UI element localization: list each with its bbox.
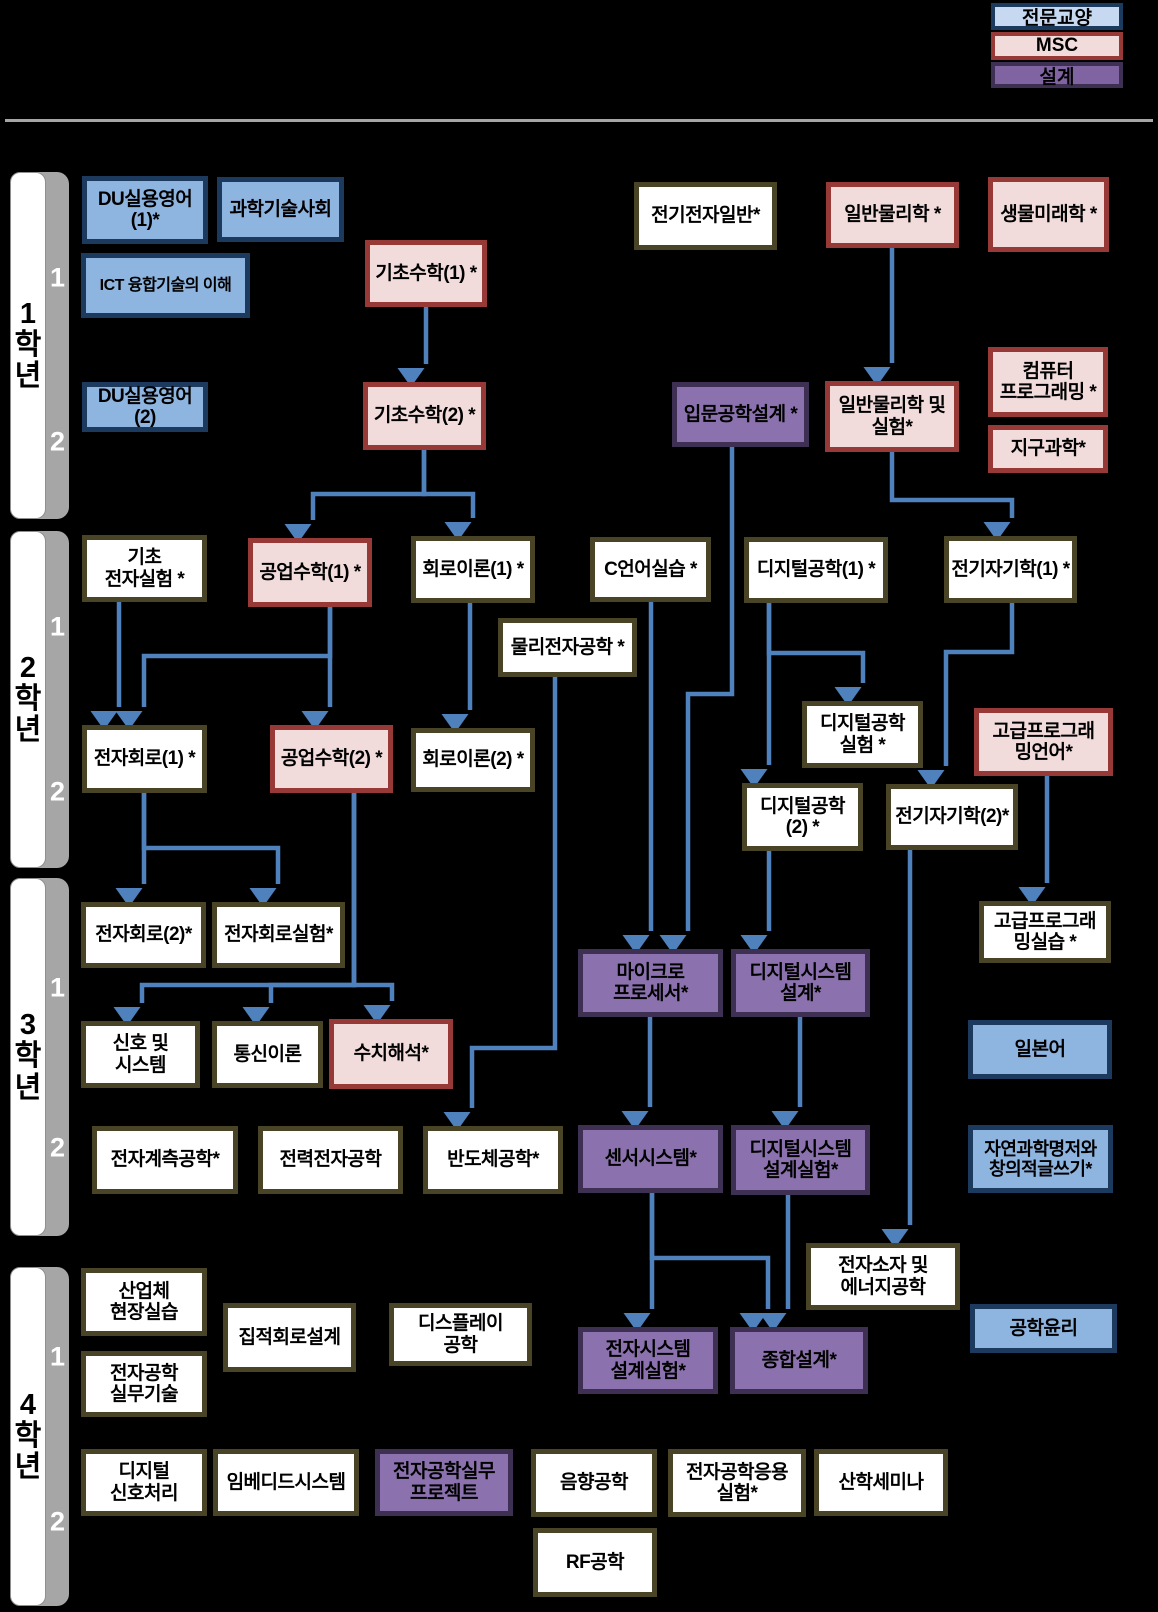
course-basic-math-2: 기초수학(2) * bbox=[363, 382, 486, 450]
course-computer-prog: 컴퓨터 프로그래밍 * bbox=[988, 347, 1108, 417]
year-label-plate: 3 학 년 bbox=[10, 878, 46, 1236]
course-c-lang: C언어실습 * bbox=[590, 537, 711, 602]
legend-item-design: 설계 bbox=[991, 62, 1123, 88]
course-intro-eng-design: 입문공학설계 * bbox=[672, 382, 809, 447]
edge-eng-math-2--numerical-analysis bbox=[351, 793, 395, 1024]
year-label: 3 학 년 bbox=[14, 1009, 42, 1104]
course-gen-physics-lab: 일반물리학 및 실험* bbox=[825, 381, 959, 452]
course-numerical-analysis: 수치해석* bbox=[329, 1019, 453, 1089]
course-elec-practical-skill: 전자공학 실무기술 bbox=[81, 1351, 207, 1417]
edge-emag-1--emag-2 bbox=[917, 603, 1015, 789]
course-japanese: 일본어 bbox=[968, 1020, 1112, 1079]
edge-basic-math-2--eng-math-1 bbox=[284, 450, 427, 543]
semester-number: 2 bbox=[49, 1132, 66, 1163]
edge-digital-eng-1--digital-eng-lab bbox=[766, 603, 866, 706]
course-eng-ethics: 공학윤리 bbox=[970, 1304, 1117, 1353]
course-signal-systems: 신호 및 시스템 bbox=[81, 1021, 200, 1088]
course-basic-elec-lab: 기초 전자실험 * bbox=[82, 535, 207, 602]
edge-sensor-systems--capstone-design bbox=[649, 1193, 771, 1332]
legend-item-msc: MSC bbox=[991, 32, 1123, 60]
course-elec-measurement: 전자계측공학* bbox=[92, 1126, 238, 1194]
course-digital-eng-lab: 디지털공학 실험 * bbox=[802, 701, 923, 768]
course-display-eng: 디스플레이 공학 bbox=[389, 1303, 532, 1366]
course-semiconductor: 반도체공학* bbox=[423, 1126, 563, 1194]
edge-eng-math-2--comm-theory bbox=[242, 793, 357, 1026]
course-acoustic-eng: 음향공학 bbox=[531, 1449, 657, 1517]
course-elec-practice-project: 전자공학실무 프로젝트 bbox=[375, 1449, 513, 1516]
semester-number: 1 bbox=[49, 262, 66, 293]
year-label-plate: 4 학 년 bbox=[10, 1267, 46, 1606]
course-power-electronics: 전력전자공학 bbox=[258, 1126, 403, 1194]
course-eng-math-2: 공업수학(2) * bbox=[270, 725, 393, 793]
course-natural-sci-writing: 자연과학명저와 창의적글쓰기* bbox=[968, 1125, 1113, 1193]
course-elec-circuit-2: 전자회로(2)* bbox=[81, 902, 206, 968]
edge-basic-math-2--circuit-theory-1 bbox=[421, 450, 476, 541]
course-adv-prog-lang: 고급프로그래 밍언어* bbox=[974, 708, 1113, 776]
course-sci-tech-society: 과학기술사회 bbox=[217, 177, 344, 242]
edge-intro-eng-design--micro-processor bbox=[659, 447, 735, 954]
year-label: 2 학 년 bbox=[14, 651, 42, 747]
course-du-english-2: DU실용영어 (2) bbox=[82, 382, 208, 432]
edge-eng-math-2--signal-systems bbox=[113, 793, 357, 1026]
course-industry-practice: 산업체 현장실습 bbox=[81, 1268, 207, 1336]
course-du-english-1: DU실용영어 (1)* bbox=[82, 176, 208, 244]
course-eng-math-1: 공업수학(1) * bbox=[248, 538, 372, 607]
course-applied-elec-lab: 전자공학응용 실험* bbox=[668, 1449, 806, 1517]
course-sensor-systems: 센서시스템* bbox=[578, 1125, 723, 1193]
course-digital-sys-lab: 디지털시스템 설계실험* bbox=[731, 1125, 870, 1195]
course-earth-science: 지구과학* bbox=[988, 425, 1108, 473]
course-circuit-theory-2: 회로이론(2) * bbox=[411, 728, 535, 792]
edge-gen-physics-lab--emag-1 bbox=[889, 452, 1015, 541]
semester-number: 2 bbox=[49, 776, 66, 807]
course-industry-seminar: 산학세미나 bbox=[814, 1449, 948, 1516]
course-elec-sys-design-lab: 전자시스템 설계실험* bbox=[578, 1327, 718, 1394]
edge-phys-electronics--semiconductor bbox=[443, 677, 558, 1131]
course-device-energy: 전자소자 및 에너지공학 bbox=[806, 1243, 960, 1310]
year-label: 1 학 년 bbox=[14, 297, 42, 393]
course-emag-2: 전기자기학(2)* bbox=[886, 784, 1018, 850]
course-elec-general: 전기전자일반* bbox=[634, 182, 777, 250]
semester-number: 1 bbox=[49, 611, 66, 642]
legend-item-liberal: 전문교양 bbox=[991, 3, 1123, 30]
course-ict-understanding: ICT 융합기술의 이해 bbox=[81, 253, 250, 318]
semester-number: 1 bbox=[49, 972, 66, 1003]
semester-number: 1 bbox=[49, 1341, 66, 1372]
course-gen-physics: 일반물리학 * bbox=[826, 182, 959, 248]
course-emag-1: 전기자기학(1) * bbox=[944, 536, 1077, 603]
edge-eng-math-1--elec-circuit-1 bbox=[115, 607, 333, 730]
course-digital-eng-1: 디지털공학(1) * bbox=[744, 537, 888, 603]
course-digital-signal-proc: 디지털 신호처리 bbox=[81, 1449, 207, 1516]
course-adv-prog-prac: 고급프로그래 밍실습 * bbox=[979, 901, 1111, 963]
course-micro-processor: 마이크로 프로세서* bbox=[578, 949, 723, 1017]
year-label-plate: 2 학 년 bbox=[10, 531, 46, 868]
course-basic-math-1: 기초수학(1) * bbox=[365, 240, 487, 307]
semester-number: 2 bbox=[49, 1506, 66, 1537]
course-bio-future: 생물미래학 * bbox=[988, 177, 1109, 252]
course-digital-sys-design: 디지털시스템 설계* bbox=[731, 949, 870, 1017]
year-label: 4 학 년 bbox=[14, 1388, 42, 1484]
course-capstone-design: 종합설계* bbox=[730, 1327, 868, 1394]
course-elec-circuit-lab: 전자회로실험* bbox=[212, 902, 345, 968]
course-circuit-theory-1: 회로이론(1) * bbox=[411, 536, 535, 603]
course-comm-theory: 통신이론 bbox=[212, 1021, 323, 1088]
semester-number: 2 bbox=[49, 426, 66, 457]
course-elec-circuit-1: 전자회로(1) * bbox=[82, 725, 207, 793]
course-embedded-systems: 임베디드시스템 bbox=[213, 1449, 359, 1516]
edge-elec-circuit-1--elec-circuit-lab bbox=[141, 793, 281, 907]
course-ic-design: 집적회로설계 bbox=[223, 1303, 356, 1372]
course-rf-eng: RF공학 bbox=[533, 1528, 657, 1597]
course-phys-electronics: 물리전자공학 * bbox=[498, 618, 637, 677]
year-label-plate: 1 학 년 bbox=[10, 172, 46, 519]
course-digital-eng-2: 디지털공학 (2) * bbox=[742, 783, 863, 851]
header-separator-line bbox=[5, 119, 1153, 122]
